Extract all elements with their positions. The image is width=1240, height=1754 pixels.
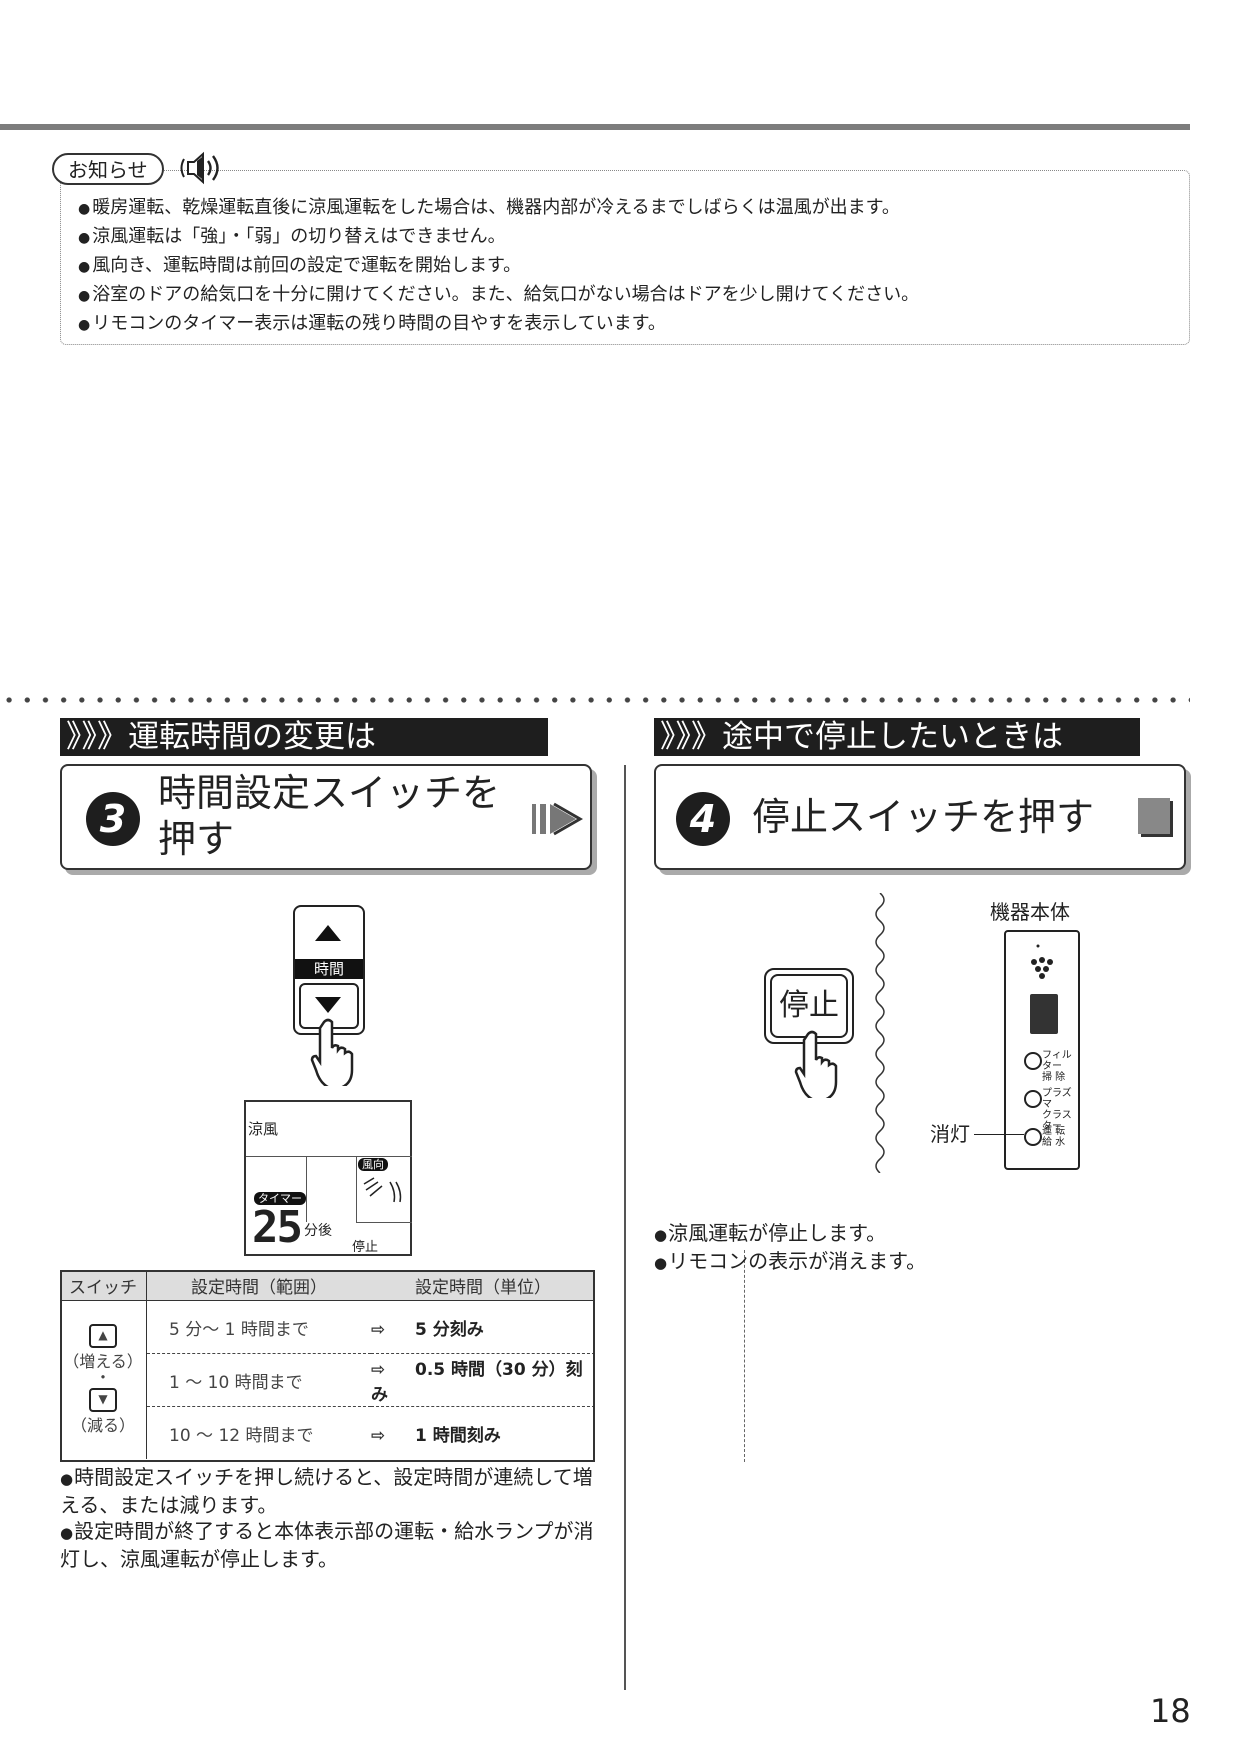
range-cell: 1 ～ 10 時間まで	[146, 1353, 371, 1407]
plasma-lamp-label: プラズマクラスター	[1042, 1088, 1072, 1132]
arrow-right-icon: ⇨	[371, 1319, 386, 1340]
speaker-icon	[180, 151, 219, 185]
note-item: リモコンの表示が消えます。	[654, 1248, 1134, 1276]
wind-badge: 風向	[358, 1158, 388, 1171]
filter-lamp-icon	[1024, 1052, 1042, 1070]
switch-label: 時間	[295, 959, 363, 979]
up-key-icon: ▲	[89, 1324, 117, 1348]
unit-cell: ⇨1 時間刻み	[371, 1425, 501, 1446]
column-divider	[624, 765, 626, 1690]
hand-pointer-icon	[310, 1018, 354, 1086]
timer-badge: タイマー	[254, 1192, 306, 1205]
table-row: 10 ～ 12 時間まで ⇨1 時間刻み	[60, 1407, 595, 1460]
device-title: 機器本体	[990, 900, 1070, 924]
run-lamp-icon	[1024, 1128, 1042, 1146]
arrow-right-icon: ⇨	[371, 1425, 386, 1446]
step-3-box: 3 時間設定スイッチを 押す	[60, 764, 592, 870]
notice-item: 涼風運転は「強」・「弱」の切り替えはできません。	[78, 223, 919, 252]
left-section-title: 》》》運転時間の変更は	[60, 718, 548, 756]
leader-line	[974, 1134, 1024, 1135]
notice-item: リモコンのタイマー表示は運転の残り時間の目やすを表示しています。	[78, 310, 919, 339]
plasma-lamp-icon	[1024, 1090, 1042, 1108]
section-separator	[0, 696, 1190, 704]
timer-unit: 分後	[304, 1223, 332, 1239]
step-text: 時間設定スイッチを 押す	[158, 771, 501, 861]
time-setting-table: スイッチ 設定時間（範囲） 設定時間（単位） ▲ （増える） ・ ▼ （減る） …	[60, 1270, 595, 1459]
right-notes: 涼風運転が停止します。 リモコンの表示が消えます。	[654, 1220, 1134, 1276]
run-lamp-label: 運 転給 水	[1042, 1126, 1066, 1148]
plasma-cluster-icon	[1031, 944, 1053, 979]
stop-label: 停止	[352, 1240, 379, 1255]
notice-item: 暖房運転、乾燥運転直後に涼風運転をした場合は、機器内部が冷えるまでしばらくは温風…	[78, 194, 919, 223]
remote-display: 涼風 風向 タイマー 25 分後 停止	[244, 1100, 412, 1256]
range-cell: 10 ～ 12 時間まで	[169, 1425, 314, 1446]
wavy-divider	[875, 893, 885, 1173]
down-key-icon: ▼	[89, 1388, 117, 1412]
right-section-title: 》》》途中で停止したいときは	[654, 718, 1140, 756]
panel-rule	[356, 1156, 357, 1222]
left-notes: 時間設定スイッチを押し続けると、設定時間が連続して増える、または減ります。 設定…	[60, 1464, 600, 1572]
page-number: 18	[1150, 1692, 1191, 1730]
wind-direction-icon	[363, 1177, 402, 1203]
note-item: 設定時間が終了すると本体表示部の運転・給水ランプが消灯し、涼風運転が停止します。	[60, 1518, 600, 1572]
filter-lamp-label: フィルター掃 除	[1042, 1050, 1072, 1083]
table-header: 設定時間（範囲）	[146, 1270, 371, 1301]
table-row: ▲ （増える） ・ ▼ （減る） 5 分～ 1 時間まで ⇨5 分刻み	[60, 1300, 595, 1459]
note-item: 涼風運転が停止します。	[654, 1220, 1134, 1248]
panel-rule	[356, 1222, 412, 1223]
step-number: 4	[676, 792, 730, 846]
step-text: 停止スイッチを押す	[752, 795, 1095, 839]
arrow-right-icon: ⇨	[371, 1360, 386, 1380]
unit-cell: ⇨5 分刻み	[371, 1300, 595, 1354]
header-rule	[0, 124, 1190, 130]
stop-button[interactable]: 停止	[764, 968, 854, 1044]
device-panel: フィルター掃 除 プラズマクラスター 運 転給 水	[1004, 930, 1080, 1170]
off-label: 消灯	[930, 1122, 970, 1146]
next-arrow-icon	[532, 802, 584, 836]
switch-cell: ▲ （増える） ・ ▼ （減る）	[60, 1300, 147, 1459]
step-number: 3	[86, 792, 140, 846]
range-cell: 5 分～ 1 時間まで	[146, 1300, 371, 1354]
note-item: 時間設定スイッチを押し続けると、設定時間が連続して増える、または減ります。	[60, 1464, 600, 1518]
panel-rule	[306, 1156, 307, 1222]
stop-square-icon	[1138, 798, 1170, 834]
table-frame	[60, 1270, 595, 1462]
stop-button-label: 停止	[770, 974, 848, 1038]
triangle-down-icon	[315, 997, 341, 1013]
table-header: 設定時間（単位）	[371, 1270, 595, 1301]
device-display	[1030, 994, 1058, 1034]
step-4-box: 4 停止スイッチを押す	[654, 764, 1186, 870]
triangle-up-icon	[315, 925, 341, 941]
panel-rule	[246, 1156, 412, 1157]
table-row: 1 ～ 10 時間まで ⇨0.5 時間（30 分）刻み	[60, 1353, 595, 1407]
notice-box	[60, 170, 1190, 345]
notice-item: 浴室のドアの給気口を十分に開けてください。また、給気口がない場合はドアを少し開け…	[78, 281, 919, 310]
notice-list: 暖房運転、乾燥運転直後に涼風運転をした場合は、機器内部が冷えるまでしばらくは温風…	[78, 194, 919, 339]
notice-badge: お知らせ	[52, 153, 164, 185]
timer-minutes: 25	[252, 1202, 303, 1253]
mode-label: 涼風	[248, 1120, 279, 1138]
table-divider	[744, 1250, 745, 1462]
table-header: スイッチ	[60, 1270, 147, 1301]
time-switch[interactable]: 時間	[293, 905, 365, 1035]
hand-pointer-icon	[794, 1030, 838, 1098]
notice-item: 風向き、運転時間は前回の設定で運転を開始します。	[78, 252, 919, 281]
unit-cell: ⇨0.5 時間（30 分）刻み	[371, 1353, 595, 1407]
